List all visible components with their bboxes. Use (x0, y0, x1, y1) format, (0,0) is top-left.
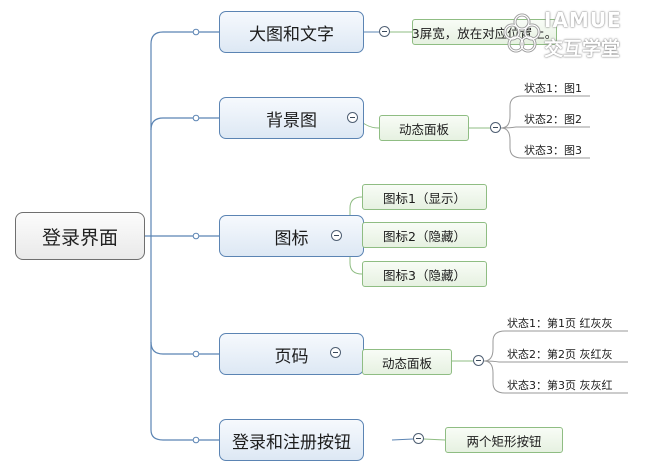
collapse-toggle-icon[interactable] (490, 122, 501, 133)
leaf-line (500, 126, 590, 129)
collapse-toggle-icon[interactable] (330, 347, 341, 358)
leaf-page-state-3[interactable]: 状态3：第3页 灰灰红 (507, 379, 613, 392)
sub-node-page-dynamic-panel[interactable]: 动态面板 (362, 349, 452, 375)
sub-node-icon-2[interactable]: 图标2（隐藏） (362, 222, 487, 248)
trunk-line (150, 117, 219, 131)
leaf-page-state-2[interactable]: 状态2：第2页 灰红灰 (507, 348, 613, 361)
watermark-logo: IAMUE 交互学堂 (500, 6, 640, 64)
leaf-line (483, 330, 628, 362)
trunk-line (150, 236, 219, 441)
branch-node-icons[interactable]: 图标 (219, 215, 364, 257)
sub-node-icon-1[interactable]: 图标1（显示） (362, 184, 487, 210)
connector-dot (192, 436, 200, 444)
leaf-line (500, 127, 590, 159)
branch-node-hero[interactable]: 大图和文字 (219, 11, 364, 53)
branch-node-pagination[interactable]: 页码 (219, 333, 364, 375)
flower-logo-icon (503, 13, 541, 53)
collapse-toggle-icon[interactable] (379, 26, 390, 37)
leaf-bg-state-3[interactable]: 状态3：图3 (524, 144, 582, 157)
connector-dot (192, 28, 200, 36)
trunk-line (150, 31, 219, 236)
leaf-line (483, 360, 628, 394)
leaf-page-state-1[interactable]: 状态1：第1页 红灰灰 (507, 317, 613, 330)
connector-dot (192, 232, 200, 240)
sub-node-icon-3[interactable]: 图标3（隐藏） (362, 261, 487, 287)
collapse-toggle-icon[interactable] (347, 112, 358, 123)
collapse-toggle-icon[interactable] (331, 230, 342, 241)
sub-node-bg-dynamic-panel[interactable]: 动态面板 (379, 115, 469, 141)
sub-line (423, 438, 446, 441)
leaf-bg-state-2[interactable]: 状态2：图2 (524, 113, 582, 126)
sub-node-two-buttons[interactable]: 两个矩形按钮 (445, 427, 563, 453)
branch-line (391, 438, 414, 441)
branch-node-background[interactable]: 背景图 (219, 97, 364, 139)
connector-dot (192, 114, 200, 122)
trunk-line (150, 341, 219, 355)
collapse-toggle-icon[interactable] (413, 433, 424, 444)
leaf-line (500, 95, 590, 129)
branch-node-buttons[interactable]: 登录和注册按钮 (219, 419, 364, 461)
collapse-toggle-icon[interactable] (473, 355, 484, 366)
sub-node-hero-note[interactable]: 3屏宽，放在对应位置上。 (412, 19, 557, 45)
connector-dot (192, 350, 200, 358)
watermark-text: IAMUE (544, 8, 622, 32)
watermark-text: 交互学堂 (544, 38, 621, 60)
leaf-bg-state-1[interactable]: 状态1：图1 (524, 82, 582, 95)
root-node[interactable]: 登录界面 (15, 212, 145, 260)
